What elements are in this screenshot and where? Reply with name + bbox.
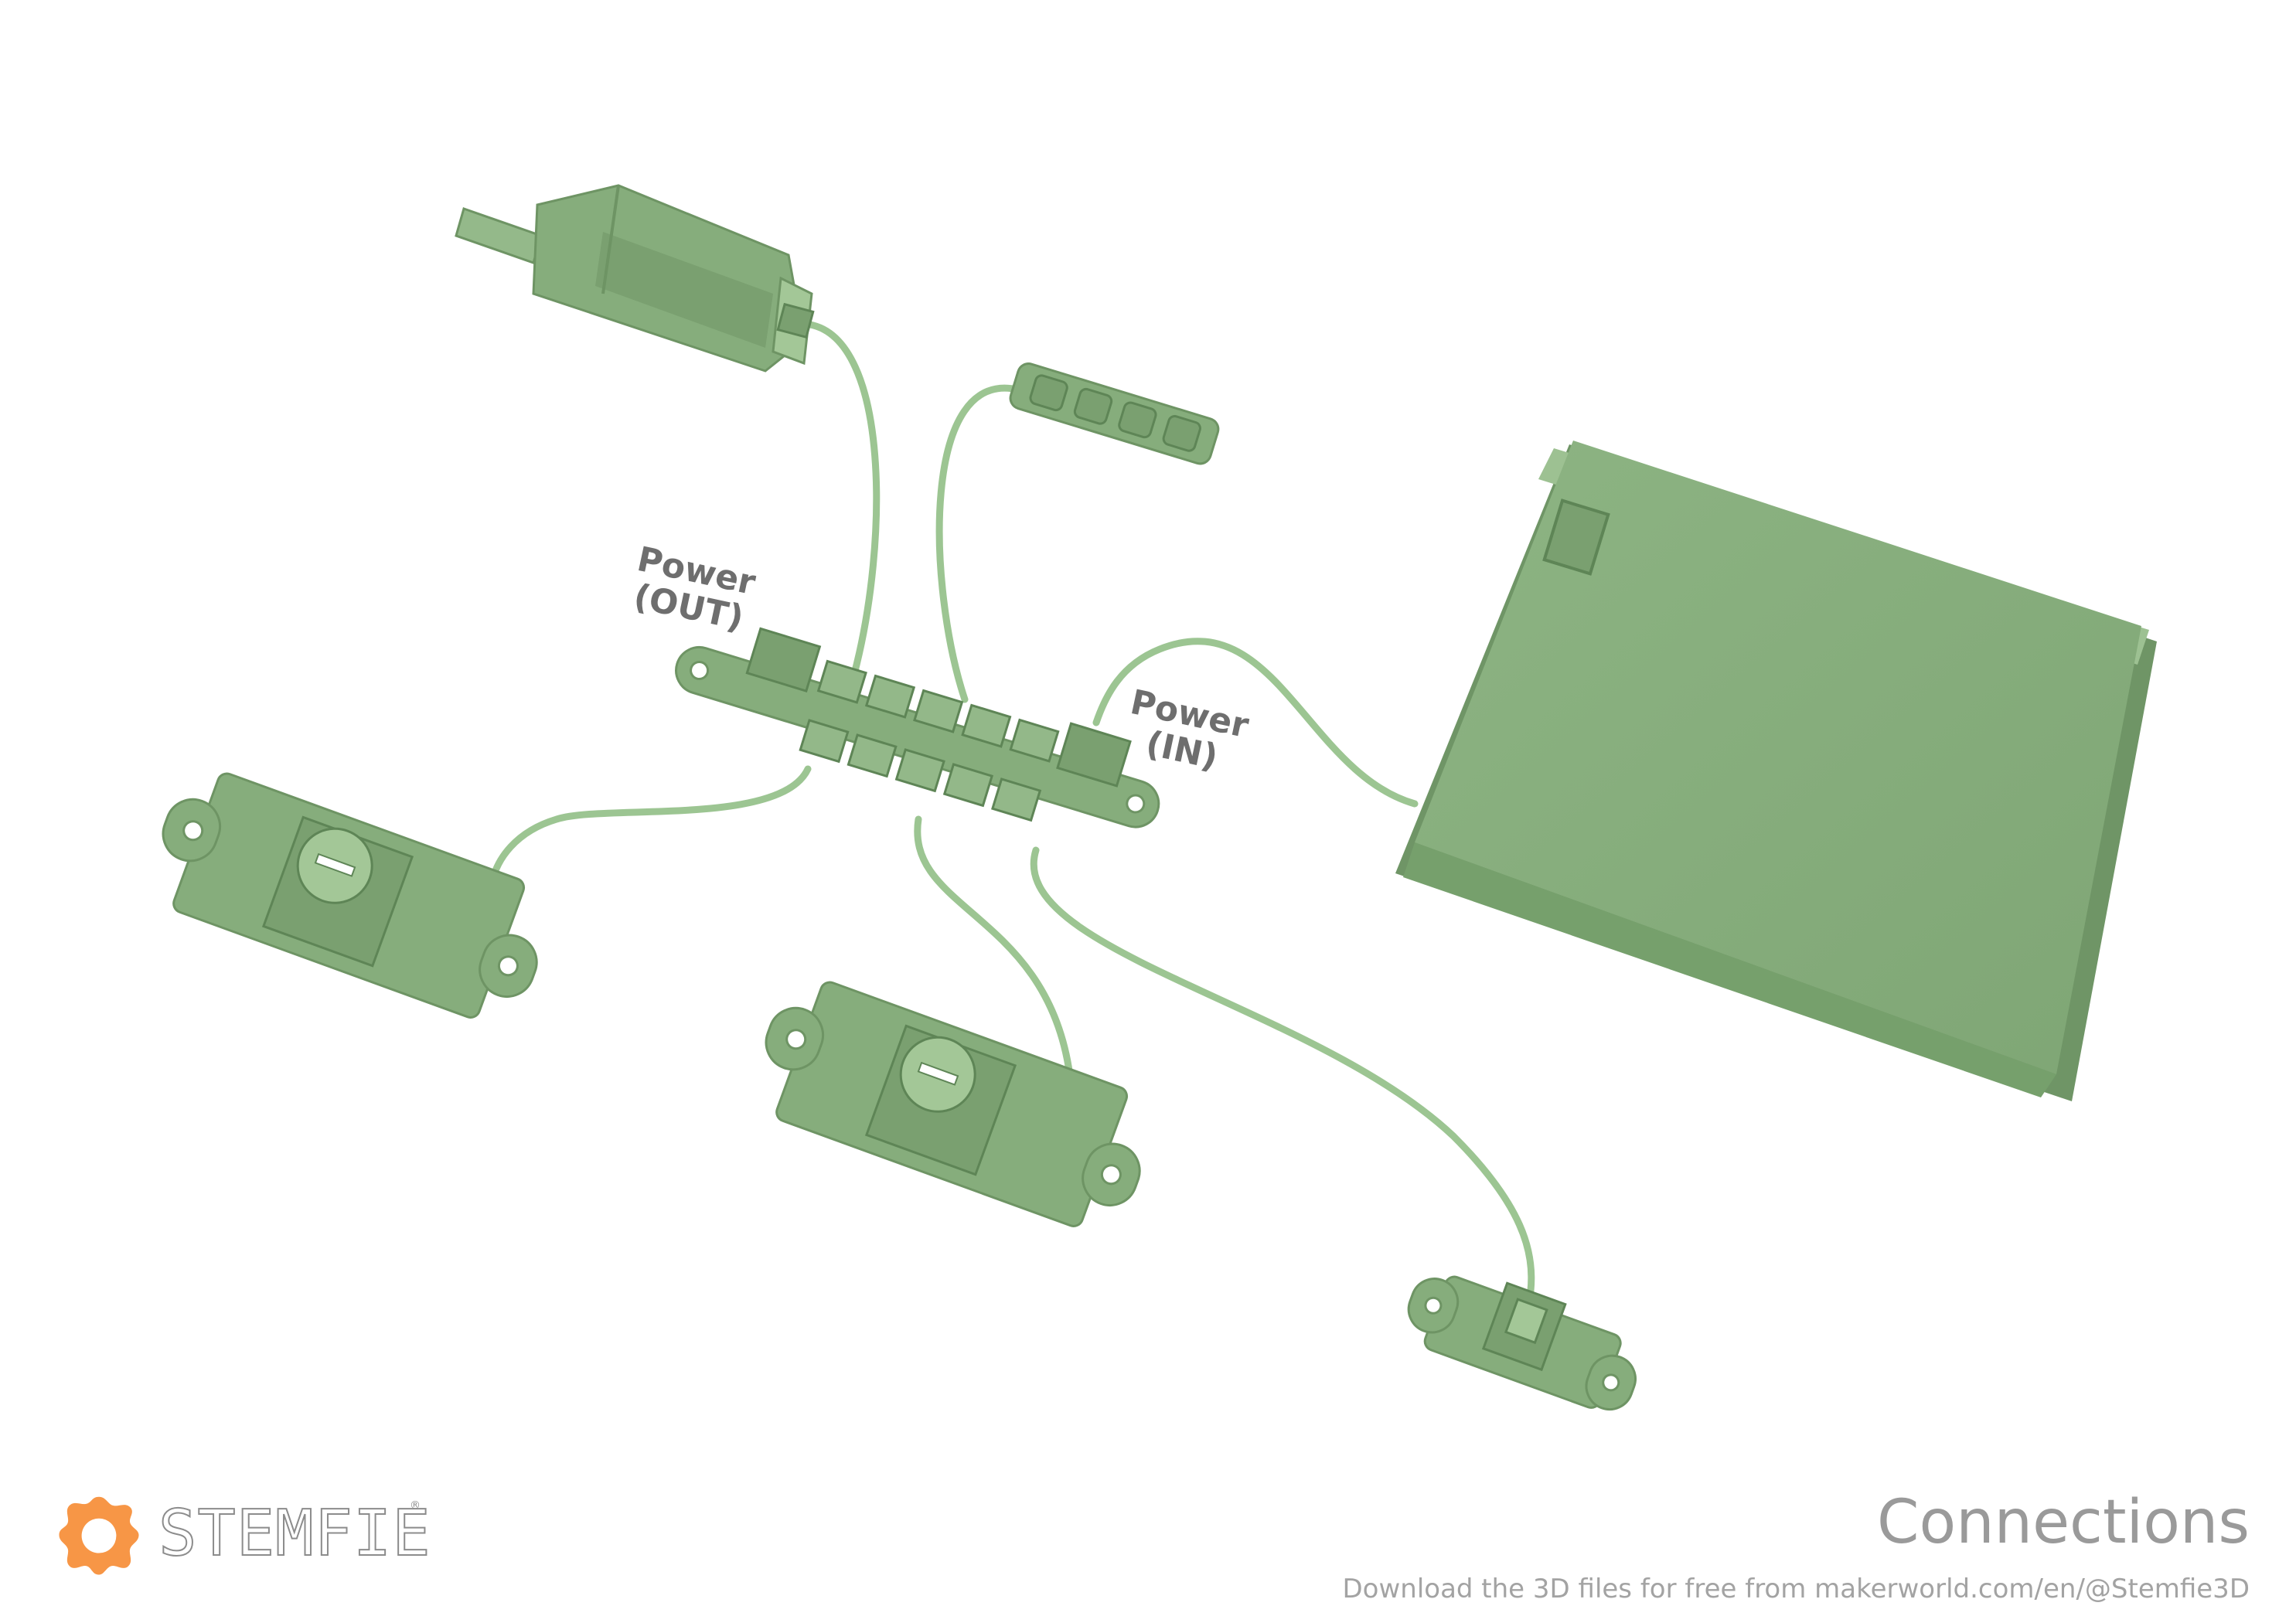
wire-pot-left (487, 765, 812, 893)
battery-box (1395, 441, 2157, 1101)
registered-mark: ® (410, 1499, 421, 1512)
push-button (1407, 1275, 1637, 1411)
wires (487, 321, 1535, 1295)
wire-button (1030, 846, 1535, 1295)
page-title: Connections (1877, 1488, 2250, 1557)
distribution-board (675, 627, 1160, 829)
wire-led-bar (935, 384, 1024, 703)
stemfie-logo-icon (59, 1496, 139, 1575)
wire-motor (806, 321, 881, 678)
stemfie-wordmark: STEMFIE (158, 1496, 431, 1571)
potentiometer-left (162, 772, 538, 1019)
motor (455, 184, 815, 373)
download-note: Download the 3D files for free from make… (1342, 1574, 2250, 1604)
potentiometer-middle (765, 981, 1141, 1227)
wire-battery (1092, 638, 1419, 808)
led-bar (1009, 362, 1220, 465)
wire-pot-middle (914, 815, 1075, 1086)
